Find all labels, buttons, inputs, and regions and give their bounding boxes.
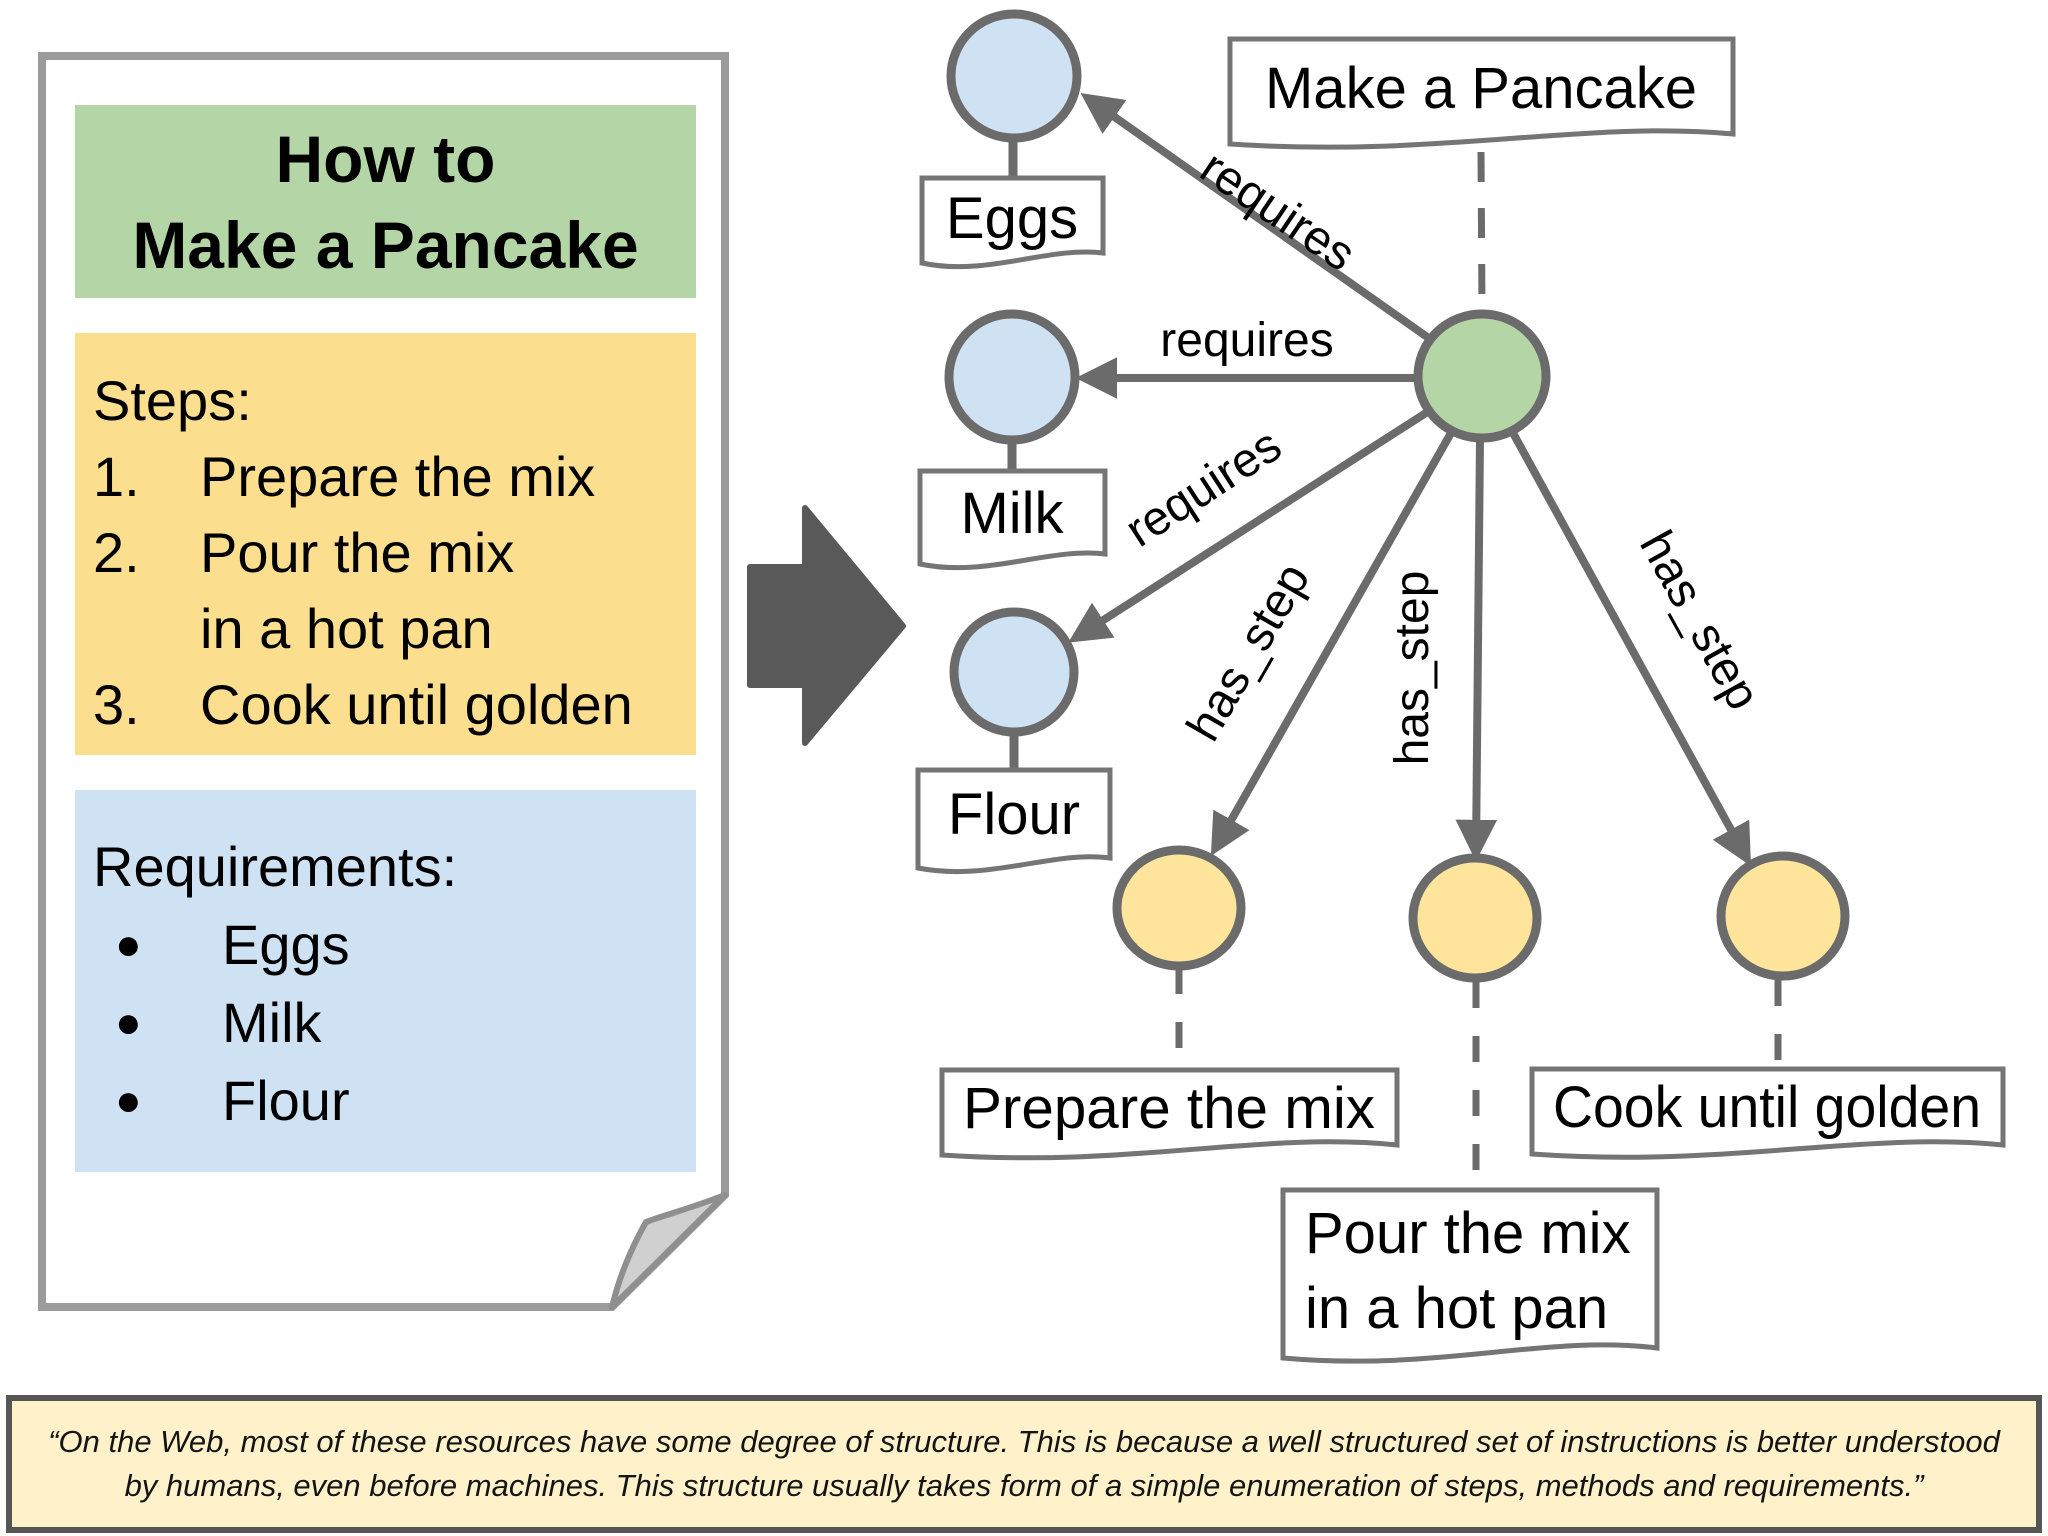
node-root <box>1413 309 1551 443</box>
step-text: in a hot pan <box>200 597 493 660</box>
edge-label-requires-milk: requires <box>1160 314 1333 367</box>
edge-has-step-2 <box>1455 439 1498 862</box>
blue-connectors <box>1007 141 1019 768</box>
eggs-label-box <box>919 175 1106 270</box>
quote-line2: by humans, even before machines. This st… <box>124 1468 1924 1503</box>
requirements-box: Requirements: ● Eggs ● Milk ● Flour <box>75 790 696 1172</box>
bullet-icon: ● <box>115 920 142 969</box>
step-number: 1. <box>93 445 140 508</box>
root-label: Make a Pancake <box>1265 56 1697 121</box>
flour-label: Flour <box>948 782 1080 847</box>
step-text: Prepare the mix <box>200 445 596 508</box>
node-flour <box>949 607 1079 737</box>
node-step2 <box>1408 853 1542 983</box>
node-eggs <box>946 9 1082 143</box>
requirement-text: Eggs <box>222 913 350 976</box>
step-text: Cook until golden <box>200 673 633 736</box>
steps-box: Steps: 1. Prepare the mix 2. Pour the mi… <box>75 333 696 755</box>
requirement-text: Flour <box>222 1069 350 1132</box>
edge-has-step-3 <box>1509 431 1752 867</box>
quote-bar: “On the Web, most of these resources hav… <box>6 1395 2042 1533</box>
edge-label-requires-eggs: requires <box>1191 141 1364 282</box>
yellow-connectors <box>1175 968 1782 1186</box>
step-number <box>93 591 200 667</box>
edge-has-step-1 <box>1210 431 1455 857</box>
edge-label-has-step-2: has_step <box>1386 571 1439 766</box>
eggs-label: Eggs <box>946 186 1078 251</box>
step-number: 2. <box>93 521 140 584</box>
milk-label: Milk <box>960 481 1064 546</box>
step3-label: Cook until golden <box>1553 1075 1981 1140</box>
recipe-title-line1: How to <box>275 121 496 196</box>
root-label-connector <box>1477 151 1486 311</box>
node-label-texts: Make a Pancake Eggs Milk Flour Prepare t… <box>946 56 1981 1341</box>
edge-requires-eggs <box>1080 93 1433 343</box>
right-arrow-icon <box>747 505 906 746</box>
milk-label-box <box>917 468 1108 571</box>
recipe-title-line2: Make a Pancake <box>132 207 639 282</box>
step-row: 2. Pour the mix <box>93 515 682 591</box>
node-step1 <box>1112 845 1246 971</box>
graph-edges <box>1068 93 1752 867</box>
step-text: Pour the mix <box>200 521 515 584</box>
edge-label-has-step-1: has_step <box>1177 555 1320 750</box>
node-step3 <box>1716 851 1850 981</box>
step2-label-line1: Pour the mix <box>1305 1201 1631 1266</box>
quote-line1: “On the Web, most of these resources hav… <box>48 1424 2000 1459</box>
step-number: 3. <box>93 673 140 736</box>
step2-label-line2: in a hot pan <box>1305 1276 1608 1341</box>
step-row: in a hot pan <box>93 591 682 667</box>
node-label-boxes <box>915 36 2006 1364</box>
step-row: 3. Cook until golden <box>93 667 682 743</box>
edge-requires-flour <box>1068 407 1432 643</box>
step1-label: Prepare the mix <box>963 1076 1375 1141</box>
step2-label-box <box>1280 1187 1660 1364</box>
step1-label-box <box>939 1067 1400 1161</box>
page-curl-icon <box>609 1192 728 1310</box>
step3-label-box <box>1529 1066 2006 1160</box>
edge-label-requires-flour: requires <box>1116 419 1290 558</box>
bullet-icon: ● <box>115 1076 142 1125</box>
flour-label-box <box>915 767 1113 875</box>
requirement-text: Milk <box>222 991 322 1054</box>
step-row: 1. Prepare the mix <box>93 439 682 515</box>
bullet-icon: ● <box>115 998 142 1047</box>
graph-nodes <box>944 9 1850 983</box>
requirements-heading: Requirements: <box>93 835 458 898</box>
requirement-row: ● Flour <box>93 1062 682 1140</box>
node-milk <box>944 309 1080 445</box>
requirement-row: ● Eggs <box>93 906 682 984</box>
requirement-row: ● Milk <box>93 984 682 1062</box>
recipe-title-box: How to Make a Pancake <box>75 105 696 298</box>
root-label-box <box>1227 36 1736 150</box>
steps-heading: Steps: <box>93 369 252 432</box>
